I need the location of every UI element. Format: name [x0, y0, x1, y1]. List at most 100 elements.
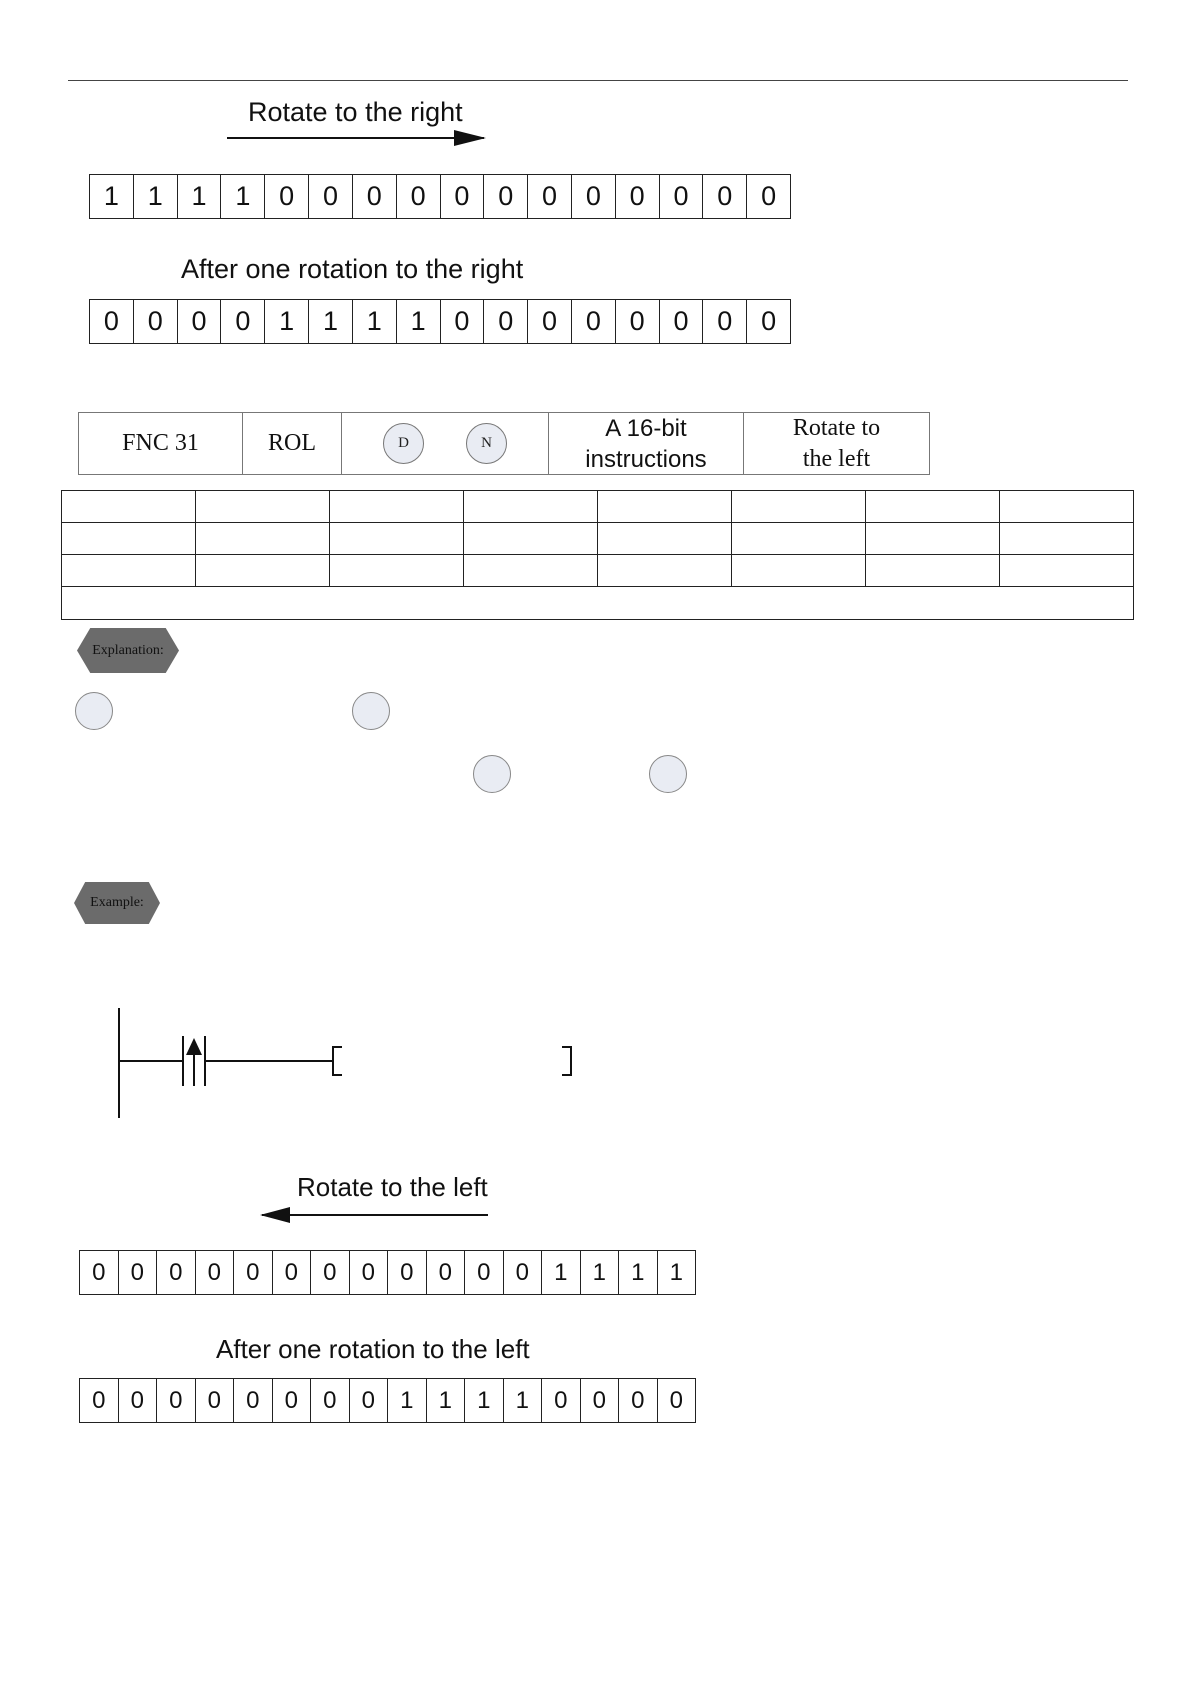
bit-cell: 0 — [119, 1251, 157, 1294]
instruction-bracket-left — [332, 1046, 342, 1076]
description-line2: the left — [802, 445, 871, 472]
bit-cell: 1 — [134, 175, 178, 218]
grid-cell — [196, 523, 330, 554]
operand-circle-icon — [352, 692, 390, 730]
bit-cell: 0 — [660, 175, 704, 218]
bit-cell: 1 — [542, 1251, 581, 1294]
bit-cell: 1 — [353, 300, 397, 343]
bit-width-line2: instructions — [585, 445, 707, 473]
rotate-left-caption: Rotate to the left — [297, 1172, 488, 1202]
bit-cell: 0 — [504, 1251, 542, 1294]
operands-cell: D N — [342, 413, 549, 474]
grid-cell — [464, 491, 598, 522]
bit-cell: 0 — [572, 175, 616, 218]
bit-cell: 0 — [427, 1251, 465, 1294]
operand-circle-icon — [473, 755, 511, 793]
operand-circle-icon — [75, 692, 113, 730]
bit-width-cell: A 16-bit instructions — [549, 413, 744, 474]
bit-cell: 1 — [265, 300, 310, 343]
left-arrow-icon — [260, 1207, 488, 1223]
bit-cell: 1 — [309, 300, 353, 343]
bit-width-line1: A 16-bit — [605, 414, 687, 442]
bit-cell: 0 — [196, 1379, 234, 1422]
bit-cell: 0 — [528, 300, 572, 343]
grid-cell — [1000, 491, 1133, 522]
right-arrow-icon — [227, 130, 486, 146]
grid-row — [62, 555, 1133, 587]
bit-cell: 0 — [581, 1379, 619, 1422]
grid-full-row — [62, 587, 1133, 618]
grid-cell — [330, 555, 464, 586]
grid-cell — [330, 523, 464, 554]
bit-cell: 1 — [619, 1251, 658, 1294]
ladder-diagram — [118, 1008, 333, 1118]
bit-cell: 1 — [388, 1379, 427, 1422]
explanation-badge: Explanation: — [77, 628, 179, 673]
bit-cell: 0 — [441, 300, 485, 343]
bit-cell: 0 — [465, 1251, 504, 1294]
operand-n-icon: N — [466, 423, 507, 464]
rotate-left-after-caption: After one rotation to the left — [216, 1334, 530, 1364]
grid-cell — [1000, 523, 1133, 554]
bit-cell: 0 — [528, 175, 572, 218]
bit-cell: 0 — [265, 175, 310, 218]
description-cell: Rotate to the left — [744, 413, 929, 474]
bit-cell: 0 — [484, 300, 529, 343]
grid-cell — [62, 523, 196, 554]
rotate-right-caption: Rotate to the right — [248, 97, 463, 127]
bit-cell: 1 — [581, 1251, 619, 1294]
bit-cell: 0 — [441, 175, 485, 218]
operand-circle-icon — [649, 755, 687, 793]
grid-cell — [62, 491, 196, 522]
bit-cell: 0 — [572, 300, 616, 343]
bit-cell: 0 — [80, 1379, 119, 1422]
bit-cell: 0 — [178, 300, 222, 343]
grid-cell — [598, 523, 732, 554]
grid-cell — [866, 523, 1000, 554]
bit-cell: 0 — [350, 1379, 388, 1422]
bit-cell: 0 — [761, 181, 777, 211]
bit-cell: 0 — [311, 1251, 350, 1294]
bit-cell: 0 — [234, 1379, 273, 1422]
grid-cell — [196, 555, 330, 586]
bit-cell: 0 — [484, 175, 529, 218]
operand-d-icon: D — [383, 423, 424, 464]
bit-cell: 0 — [311, 1379, 350, 1422]
example-badge: Example: — [74, 882, 160, 924]
bit-cell: 0 — [388, 1251, 427, 1294]
grid-cell — [62, 555, 196, 586]
bit-cell: 0 — [119, 1379, 157, 1422]
grid-cell — [866, 555, 1000, 586]
grid-cell — [464, 523, 598, 554]
bit-cell: 1 — [504, 1379, 542, 1422]
bit-cell: 0 — [221, 300, 266, 343]
bit-cell: 0 — [157, 1251, 196, 1294]
bit-cell: 0 — [703, 300, 748, 343]
bit-cell: 0 — [619, 1379, 658, 1422]
bit-cell: 0 — [309, 175, 353, 218]
grid-cell — [1000, 555, 1133, 586]
bit-cell: 0 — [703, 175, 748, 218]
bit-cell: 0 — [761, 306, 777, 336]
grid-cell — [598, 555, 732, 586]
bit-cell: 1 — [669, 1258, 683, 1286]
rising-edge-contact-icon — [182, 1036, 206, 1086]
bit-cell: 0 — [80, 1251, 119, 1294]
bit-cell: 0 — [542, 1379, 581, 1422]
operand-grid — [61, 490, 1134, 620]
bit-cell: 0 — [616, 300, 660, 343]
mnemonic: ROL — [243, 413, 342, 474]
bit-cell: 0 — [669, 1386, 683, 1414]
bit-cell: 0 — [134, 300, 178, 343]
bit-cell: 1 — [221, 175, 266, 218]
grid-cell — [598, 491, 732, 522]
rotate-right-after-caption: After one rotation to the right — [181, 254, 524, 284]
bit-cell: 0 — [616, 175, 660, 218]
bit-cell: 1 — [90, 175, 134, 218]
grid-cell — [196, 491, 330, 522]
grid-cell — [732, 555, 866, 586]
grid-cell — [732, 491, 866, 522]
